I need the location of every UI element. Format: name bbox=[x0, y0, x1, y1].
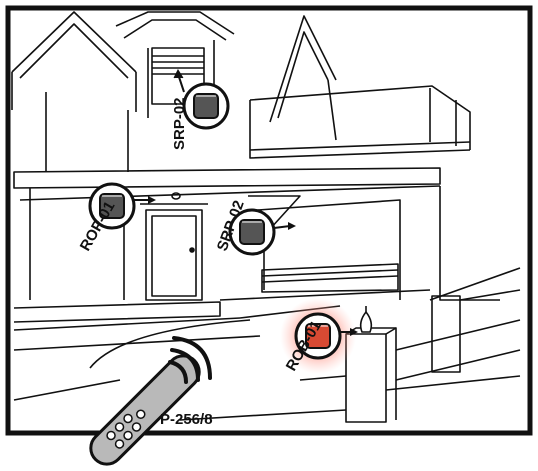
remote-button bbox=[123, 413, 133, 424]
light-fixture-icon bbox=[171, 192, 181, 200]
receiver-module-icon bbox=[99, 193, 125, 219]
remote-button bbox=[114, 422, 125, 432]
label-remote: P-256/8 bbox=[160, 411, 213, 428]
remote-button bbox=[123, 430, 133, 441]
device-srp02-upper: SRP-02 bbox=[171, 68, 230, 150]
receiver-module-icon bbox=[305, 323, 331, 349]
house-lines bbox=[11, 11, 521, 423]
device-rob01: ROB-01 bbox=[280, 298, 358, 374]
remote-button bbox=[131, 422, 142, 432]
remote-button bbox=[114, 439, 125, 449]
device-srp02-lower: SRP-02 bbox=[214, 198, 296, 256]
receiver-module-icon bbox=[239, 219, 265, 245]
arrow-icon bbox=[173, 68, 184, 79]
remote-button bbox=[136, 409, 146, 419]
remote-control: P-256/8 bbox=[89, 336, 213, 466]
arrow-icon bbox=[148, 196, 156, 204]
signal-waves-icon bbox=[168, 336, 212, 384]
gate-lamp bbox=[359, 306, 373, 333]
remote-button bbox=[106, 430, 116, 441]
label-srp02-upper: SRP-02 bbox=[171, 97, 188, 150]
arrow-icon bbox=[350, 328, 358, 336]
receiver-module-icon bbox=[193, 93, 219, 119]
arrow-icon bbox=[288, 222, 296, 230]
